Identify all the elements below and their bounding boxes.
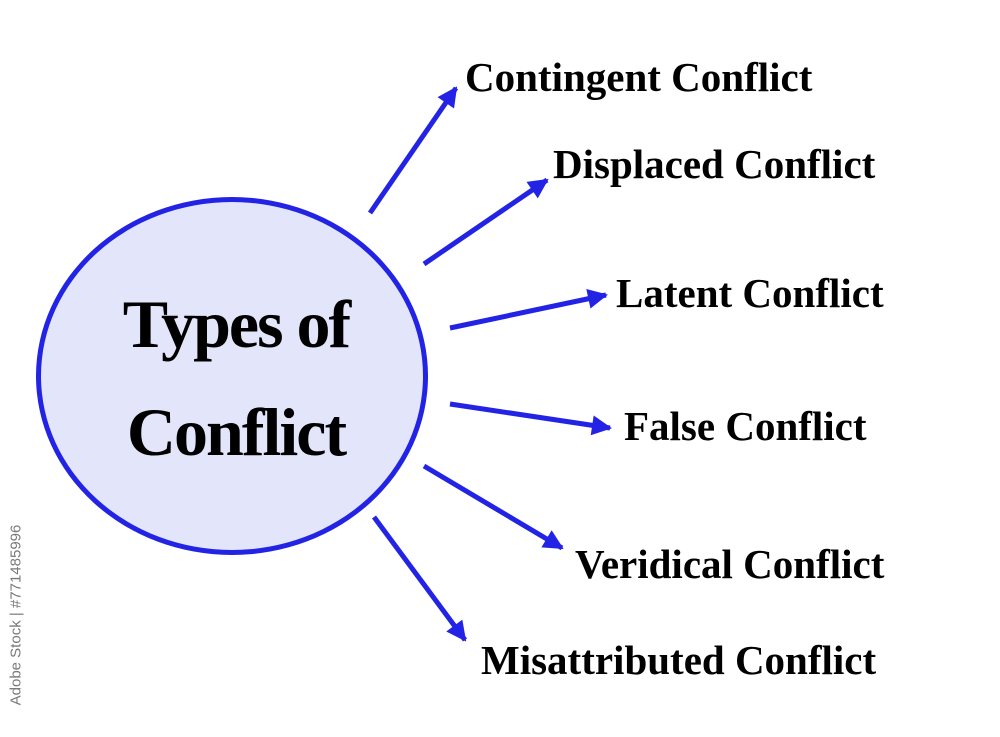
- label-veridical-conflict: Veridical Conflict: [575, 541, 885, 587]
- watermark: Adobe Stock | #771485996: [2, 500, 30, 730]
- label-latent-conflict: Latent Conflict: [616, 270, 884, 316]
- arrow-false: [449, 401, 612, 436]
- arrow-displaced: [422, 177, 549, 267]
- watermark-text: Adobe Stock | #771485996: [7, 524, 25, 706]
- label-misattributed-conflict: Misattributed Conflict: [481, 637, 877, 683]
- center-circle: [36, 197, 428, 555]
- label-contingent-conflict: Contingent Conflict: [465, 54, 813, 100]
- arrow-veridical: [422, 463, 564, 551]
- center-title-line2: Conflict: [126, 394, 347, 470]
- arrow-latent: [449, 288, 608, 331]
- center-title: Types of Conflict: [36, 270, 436, 486]
- center-title-line1: Types of: [122, 286, 351, 362]
- arrow-contingent: [367, 86, 459, 215]
- label-displaced-conflict: Displaced Conflict: [553, 141, 876, 187]
- arrow-misattributed: [371, 515, 468, 642]
- label-false-conflict: False Conflict: [624, 403, 867, 449]
